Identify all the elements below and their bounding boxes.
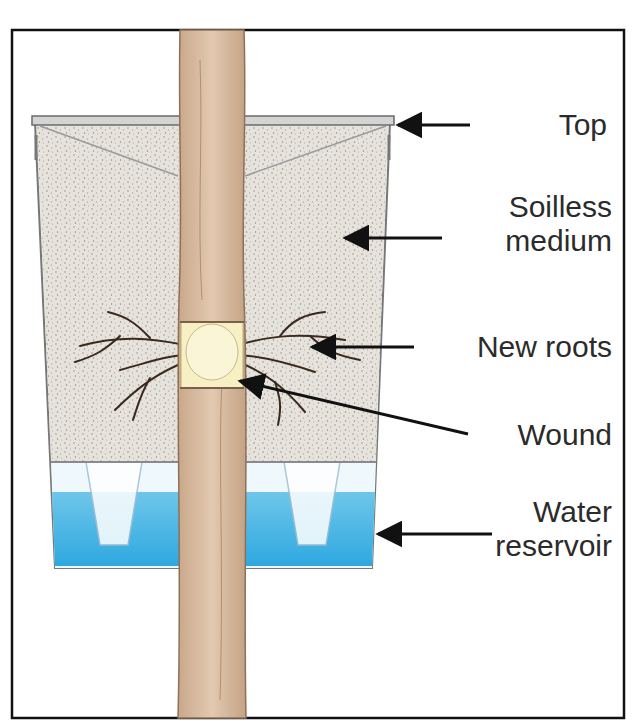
stem: [178, 30, 246, 718]
frame: [12, 30, 624, 718]
callout-label: Top: [477, 108, 607, 142]
leader-arrows: [240, 125, 492, 534]
callout-label: Soilless medium: [462, 190, 612, 258]
callout-label: New roots: [422, 330, 612, 364]
callout-label: Water reservoir: [462, 495, 612, 563]
callout-label: Wound: [462, 418, 612, 452]
wound: [180, 322, 244, 388]
